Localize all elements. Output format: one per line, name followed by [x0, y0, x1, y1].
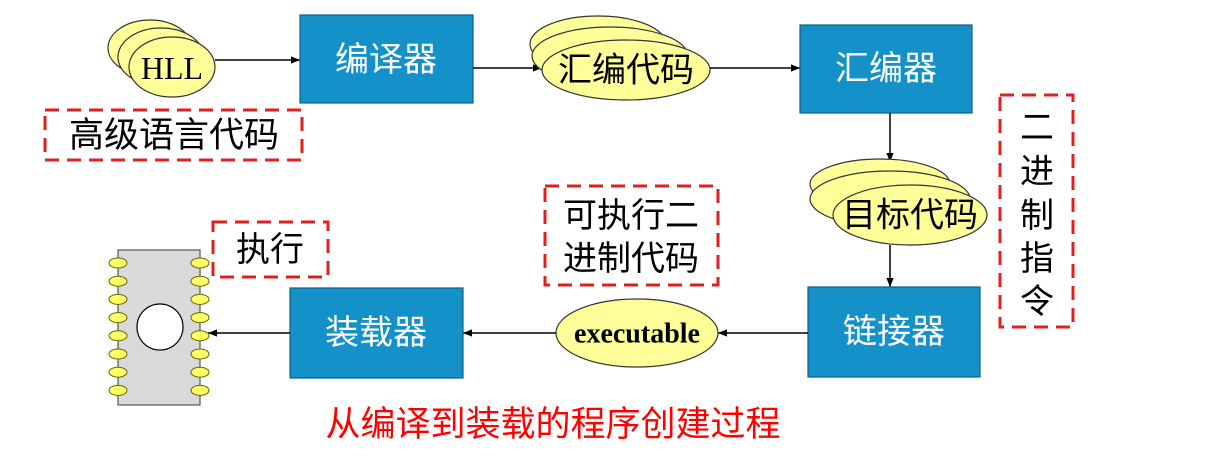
- executable-binary-note: 可执行二 进制代码: [543, 184, 720, 287]
- hll-note-border: [43, 108, 304, 162]
- exec-note: 执行: [211, 220, 330, 279]
- linker-box-rect: [807, 286, 981, 378]
- exec-note-border: [211, 220, 330, 279]
- chip-icon: [108, 249, 210, 406]
- chip-pin-left: [108, 312, 128, 324]
- binary-instruction-char: 令: [1020, 282, 1054, 322]
- diagram-caption: 从编译到装载的程序创建过程: [325, 405, 780, 445]
- executable-node: executable: [555, 298, 719, 368]
- binary-instruction-char: 进: [1020, 152, 1054, 192]
- object-code-node: 目标代码: [809, 158, 988, 246]
- asm-code-node: 汇编代码: [529, 15, 711, 101]
- asm-code-ellipse-front: [541, 39, 711, 101]
- compiler-box-rect: [299, 14, 474, 104]
- hll-note-text: 高级语言代码: [69, 116, 279, 156]
- compiler-label: 编译器: [335, 40, 437, 80]
- chip-pin-right: [190, 348, 210, 360]
- chip-pin-left: [108, 330, 128, 342]
- hll-label: HLL: [141, 50, 203, 86]
- chip-pin-right: [190, 384, 210, 396]
- hll-note: 高级语言代码: [43, 108, 304, 162]
- binary-instruction-char: 制: [1020, 196, 1054, 236]
- hll-ellipse-front: [128, 36, 216, 98]
- hll-node: HLL: [107, 19, 216, 98]
- loader-box: 装载器: [289, 287, 464, 379]
- chip-circle: [136, 303, 184, 351]
- assembler-label: 汇编器: [835, 49, 937, 89]
- chip-pin-left: [108, 348, 128, 360]
- loader-label: 装载器: [325, 313, 427, 353]
- loader-box-rect: [289, 287, 464, 379]
- executable-label: executable: [574, 319, 700, 350]
- binary-instruction-char: 二: [1020, 108, 1054, 148]
- chip-pin-right: [190, 275, 210, 287]
- chip-pin-left: [108, 293, 128, 305]
- chip-pin-right: [190, 330, 210, 342]
- linker-label: 链接器: [843, 312, 945, 352]
- chip-pin-left: [108, 384, 128, 396]
- binary-instruction-note-border: [998, 93, 1075, 329]
- exec-note-text: 执行: [236, 230, 304, 270]
- chip-pin-right: [190, 293, 210, 305]
- executable-binary-note-line1: 可执行二: [563, 196, 699, 236]
- asm-code-label: 汇编代码: [558, 52, 694, 90]
- executable-binary-note-line2: 进制代码: [563, 239, 699, 279]
- chip-pin-right: [190, 366, 210, 378]
- chip-pin-right: [190, 257, 210, 269]
- chip-pin-right: [190, 312, 210, 324]
- assembler-box-rect: [799, 24, 973, 114]
- chip-pin-left: [108, 366, 128, 378]
- linker-box: 链接器: [807, 286, 981, 378]
- chip-pin-left: [108, 275, 128, 287]
- object-code-label: 目标代码: [842, 197, 978, 235]
- binary-instruction-note: 二 进 制 指 令: [998, 93, 1075, 329]
- binary-instruction-char: 指: [1020, 239, 1054, 279]
- executable-binary-note-border: [543, 184, 720, 287]
- compiler-box: 编译器: [299, 14, 474, 104]
- chip-pin-left: [108, 257, 128, 269]
- object-code-ellipse-front: [832, 184, 988, 246]
- assembler-box: 汇编器: [799, 24, 973, 114]
